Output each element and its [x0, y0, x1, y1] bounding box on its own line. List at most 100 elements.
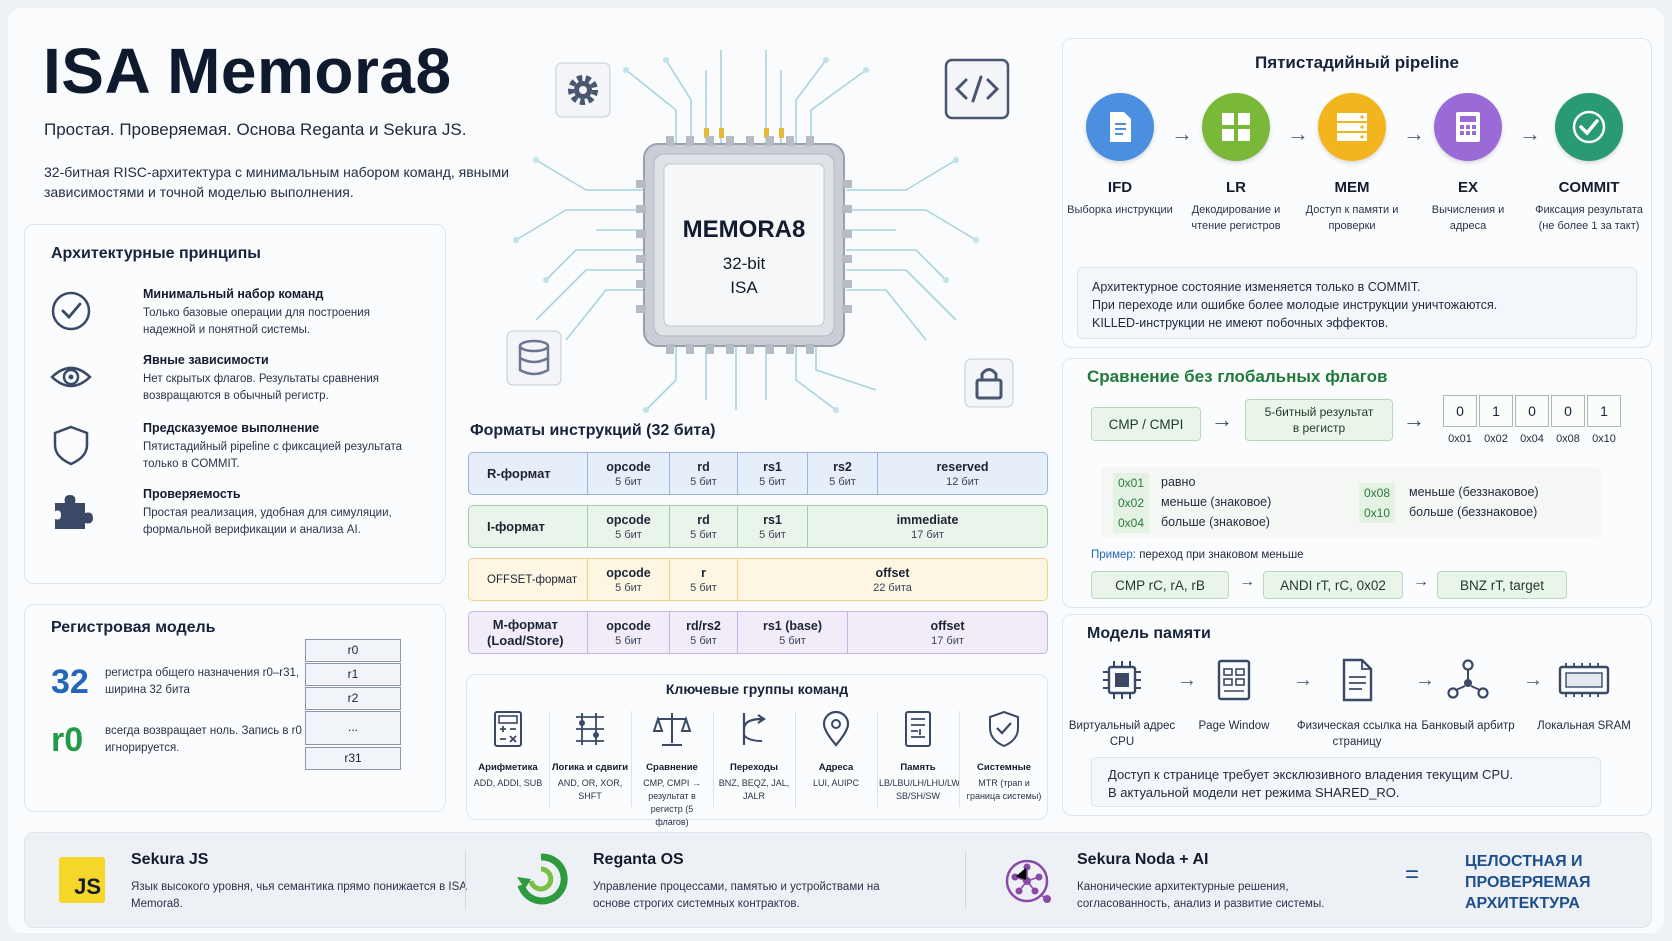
memory-note: Доступ к странице требует эксклюзивного … [1091, 757, 1601, 807]
group-title: Адреса [818, 762, 854, 773]
scales-icon [652, 713, 692, 746]
arrow-right-icon: → [1415, 669, 1435, 691]
principle-desc: Только базовые операции для построения н… [143, 307, 370, 336]
chip-name: MEMORA8 [682, 216, 806, 243]
pipeline-stage: IFD Выборка инструкции [1065, 93, 1175, 218]
field-bits: 5 бит [779, 634, 806, 647]
format-label: OFFSET-формат [487, 573, 578, 586]
stage-name: MEM [1334, 179, 1370, 196]
compare-op-box: CMP / CMPI [1091, 407, 1201, 441]
memory-step: Page Window [1179, 657, 1289, 734]
field-name: rs2 [833, 459, 852, 474]
shield-icon [53, 425, 89, 466]
puzzle-icon [55, 495, 93, 529]
field-bits: 22 бита [873, 581, 912, 594]
memory-model-card: Модель памяти Виртуальный адрес CPU → Pa… [1062, 614, 1652, 816]
flag-code-desc: меньше (беззнаковое) [1409, 485, 1539, 499]
pipeline-note-line: KILLED-инструкции не имеют побочных эффе… [1092, 316, 1389, 330]
pipeline-stage: COMMIT Фиксация результата (не более 1 з… [1527, 93, 1651, 234]
flag-code-desc: равно [1161, 475, 1196, 489]
memory-step: Банковый арбитр [1413, 657, 1523, 734]
flag-code-desc: больше (знаковое) [1161, 515, 1270, 529]
footer-divider [965, 851, 966, 909]
field-bits: 5 бит [690, 634, 717, 647]
register-count: 32 [51, 663, 89, 701]
field-bits: 5 бит [690, 581, 717, 594]
pipeline-card: Пятистадийный pipeline IFD Выборка инстр… [1062, 38, 1652, 348]
group-desc: LB/LBU/LH/LHU/LW SB/SH/SW [879, 778, 960, 801]
stage-desc: Вычисления и адреса [1431, 204, 1505, 232]
field-bits: 5 бит [829, 475, 856, 488]
pipeline-stage: LR Декодирование и чтение регистров [1181, 93, 1291, 234]
example-label: Пример: [1091, 549, 1136, 561]
command-group: Логика и сдвиги AND, OR, XOR, SHFT [551, 709, 629, 803]
memory-step-label: Физическая ссылка на страницу [1296, 720, 1418, 748]
flag-code: 0x04 [1113, 513, 1149, 533]
memory-step: Локальная SRAM [1529, 657, 1639, 734]
memory-step: Виртуальный адрес CPU [1067, 657, 1177, 750]
memory-model-heading: Модель памяти [1087, 625, 1211, 642]
field-bits: 5 бит [615, 581, 642, 594]
example-step: BNZ rT, target [1437, 571, 1567, 599]
compare-result-box: 5-битный результат в регистр [1245, 399, 1393, 441]
ai-network-icon [1005, 859, 1051, 903]
command-group: Сравнение CMP, CMPI → результат в регист… [633, 709, 711, 829]
document-icon [1086, 93, 1154, 161]
field-name: rs1 (base) [762, 618, 823, 633]
group-divider [549, 711, 550, 807]
stage-desc: Декодирование и чтение регистров [1191, 204, 1281, 232]
bit-cell: 1 [1479, 395, 1513, 427]
stage-desc: Выборка инструкции [1067, 204, 1173, 216]
memory-step-label: Банковый арбитр [1421, 720, 1515, 732]
calculator-icon [494, 711, 522, 747]
command-group: Память LB/LBU/LH/LHU/LW SB/SH/SW [879, 709, 960, 803]
chip-line2: ISA [730, 278, 758, 297]
bit-label: 0x01 [1448, 433, 1472, 445]
lock-icon [964, 358, 1014, 408]
grid-icon [1202, 93, 1270, 161]
formats-heading: Форматы инструкций (32 бита) [470, 422, 716, 439]
page-window-icon [1217, 659, 1251, 701]
pipeline-stage: EX Вычисления и адреса [1413, 93, 1523, 234]
register-cell: r31 [305, 747, 401, 770]
check-icon [1555, 93, 1623, 161]
command-groups-card: Ключевые группы команд Арифметика ADD, A… [466, 674, 1048, 827]
principle-title: Явные зависимости [143, 353, 269, 367]
js-logo-text: JS [74, 874, 101, 899]
field-bits: 17 бит [931, 634, 964, 647]
group-divider [631, 711, 632, 807]
group-title: Сравнение [646, 762, 698, 773]
check-circle-icon [51, 291, 91, 331]
eye-icon [50, 366, 92, 388]
footer-divider [465, 851, 466, 909]
page-subtitle: Простая. Проверяемая. Основа Reganta и S… [44, 120, 467, 139]
field-bits: 12 бит [946, 475, 979, 488]
stage-name: COMMIT [1558, 179, 1620, 196]
group-title: Арифметика [478, 762, 538, 773]
bit-label: 0x08 [1556, 433, 1580, 445]
principles-heading: Архитектурные принципы [51, 245, 261, 262]
principle-item: Явные зависимости Нет скрытых флагов. Ре… [49, 353, 429, 413]
page-title: ISA Memora8 [43, 35, 452, 107]
group-title: Переходы [730, 762, 778, 773]
logic-icon [576, 713, 604, 745]
compare-card: Сравнение без глобальных флагов CMP / CM… [1062, 358, 1652, 608]
example-step: ANDI rT, rC, 0x02 [1263, 571, 1403, 599]
command-group: Арифметика ADD, ADDI, SUB [469, 709, 547, 790]
flag-code: 0x08 [1359, 483, 1395, 503]
command-group: Адреса LUI, AUIPC [797, 709, 875, 790]
flag-code: 0x01 [1113, 473, 1149, 493]
group-title: Память [900, 762, 936, 773]
group-desc: MTR (трап и граница системы) [966, 778, 1042, 801]
reganta-logo-icon [517, 853, 568, 905]
field-bits: 5 бит [759, 475, 786, 488]
field-name: offset [875, 565, 910, 580]
register-model-card: Регистровая модель 32 регистра общего на… [24, 604, 446, 812]
footer-item-desc: Канонические архитектурные решения, согл… [1077, 881, 1325, 910]
group-divider [795, 711, 796, 807]
group-desc: CMP, CMPI → результат в регистр (5 флаго… [643, 778, 701, 827]
field-name: opcode [606, 512, 651, 527]
group-divider [877, 711, 878, 807]
stage-name: LR [1226, 179, 1246, 196]
stage-desc: Доступ к памяти и проверки [1305, 204, 1399, 232]
